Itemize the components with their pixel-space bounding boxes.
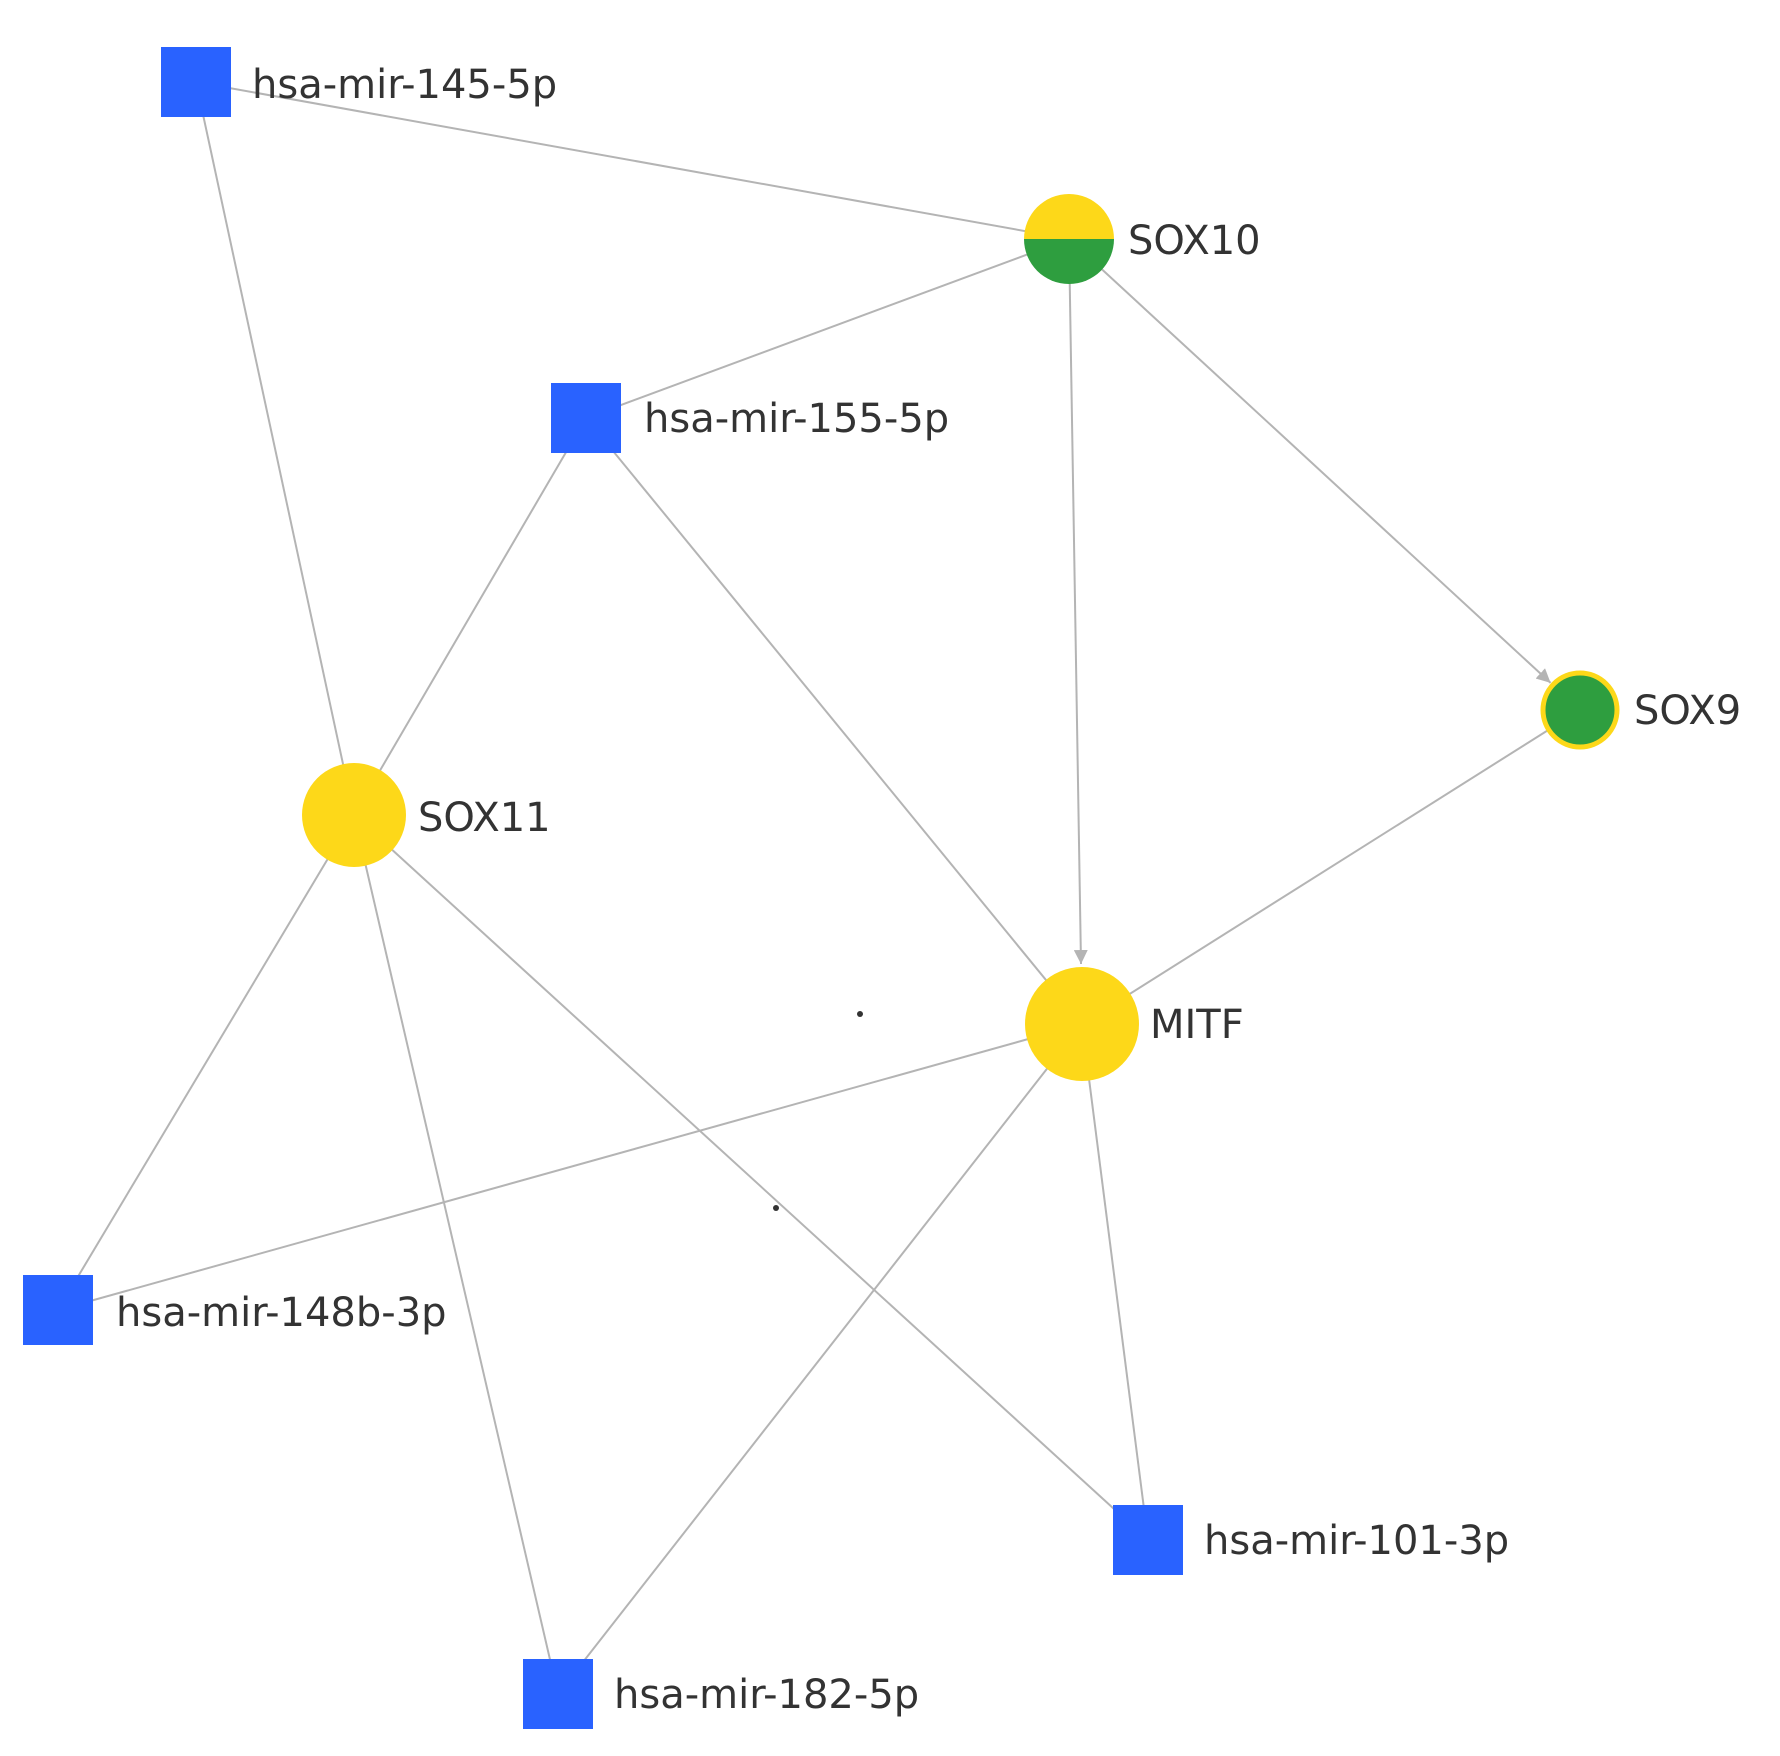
node-sox10[interactable]: SOX10	[1024, 194, 1261, 284]
edge-layer	[57, 81, 1581, 1695]
edge-sox11-mir148b	[57, 814, 355, 1311]
node-label-sox11: SOX11	[418, 795, 551, 841]
gene-circle-icon	[1540, 670, 1620, 750]
edge-mir155-sox10	[585, 238, 1070, 419]
speck	[773, 1205, 779, 1211]
mirna-square-icon	[1113, 1505, 1183, 1575]
edge-sox11-mir101	[353, 814, 1149, 1541]
node-label-sox10: SOX10	[1128, 218, 1261, 264]
node-mitf[interactable]: MITF	[1025, 967, 1244, 1081]
mirna-square-icon	[523, 1659, 593, 1729]
speck	[857, 1011, 863, 1017]
gene-circle-bottom-half	[1024, 239, 1114, 284]
gene-circle-icon	[302, 763, 406, 867]
edge-mir145-sox10	[195, 81, 1070, 240]
node-sox9[interactable]: SOX9	[1540, 670, 1741, 750]
node-label-mitf: MITF	[1150, 1002, 1244, 1048]
gene-circle-top-half	[1024, 194, 1114, 239]
node-mir155[interactable]: hsa-mir-155-5p	[551, 383, 949, 453]
node-label-mir182: hsa-mir-182-5p	[614, 1672, 919, 1718]
edge-mir145-sox11	[195, 81, 355, 816]
node-mir101[interactable]: hsa-mir-101-3p	[1113, 1505, 1509, 1575]
edge-mir155-mitf	[585, 417, 1083, 1025]
node-mir145[interactable]: hsa-mir-145-5p	[161, 47, 557, 117]
mirna-square-icon	[551, 383, 621, 453]
edge-sox10-mitf	[1068, 238, 1088, 965]
edge-sox11-mir182	[353, 814, 559, 1695]
mirna-square-icon	[23, 1275, 93, 1345]
node-mir148b[interactable]: hsa-mir-148b-3p	[23, 1275, 447, 1345]
edge-mitf-mir148b	[57, 1023, 1083, 1311]
edge-mitf-mir101	[1081, 1023, 1149, 1541]
node-label-sox9: SOX9	[1634, 688, 1741, 734]
mirna-square-icon	[161, 47, 231, 117]
node-label-mir145: hsa-mir-145-5p	[252, 62, 557, 108]
node-mir182[interactable]: hsa-mir-182-5p	[523, 1659, 919, 1729]
node-sox11[interactable]: SOX11	[302, 763, 551, 867]
node-label-mir148b: hsa-mir-148b-3p	[116, 1290, 447, 1336]
gene-circle-icon	[1025, 967, 1139, 1081]
node-label-mir101: hsa-mir-101-3p	[1204, 1518, 1509, 1564]
edge-sox10-sox9	[1068, 238, 1552, 684]
edge-mitf-mir182	[557, 1023, 1083, 1695]
edge-mir155-sox11	[353, 417, 587, 816]
node-label-mir155: hsa-mir-155-5p	[644, 396, 949, 442]
edge-sox9-mitf	[1081, 709, 1581, 1025]
